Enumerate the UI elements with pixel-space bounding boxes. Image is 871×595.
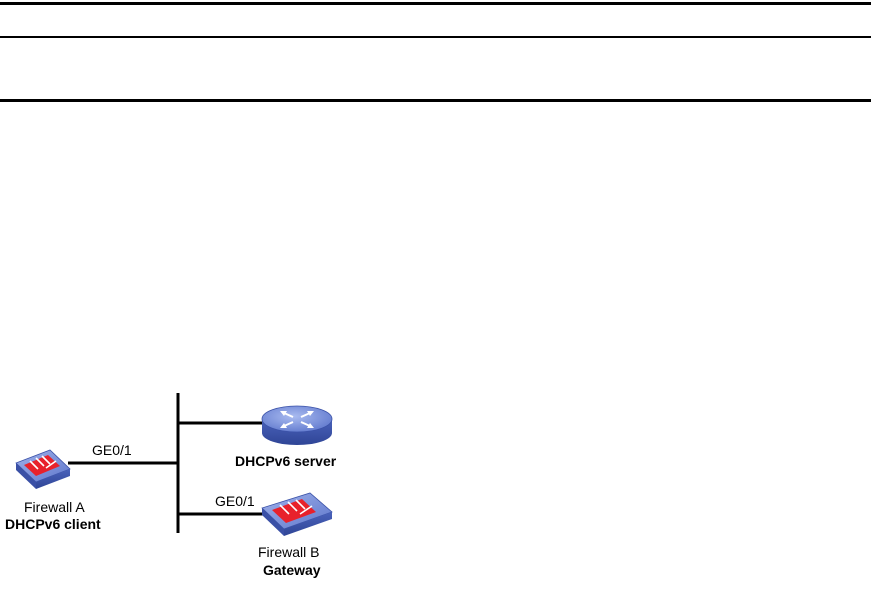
top-rule: [0, 2, 871, 5]
firewall-a-icon: [15, 449, 71, 489]
firewall-b-icon: [261, 492, 333, 536]
bottom-rule: [0, 99, 871, 102]
firewall-b-role-label: Gateway: [263, 562, 321, 578]
links: [68, 393, 268, 533]
firewall-b-interface-label: GE0/1: [215, 493, 255, 509]
firewall-a-name-label: Firewall A: [24, 499, 85, 515]
firewall-a-role-label: DHCPv6 client: [5, 516, 101, 532]
mid-rule: [0, 36, 871, 38]
firewall-a-interface-label: GE0/1: [92, 442, 132, 458]
dhcp-server-role-label: DHCPv6 server: [235, 453, 337, 469]
router-icon: [261, 405, 333, 445]
firewall-b-name-label: Firewall B: [258, 544, 320, 560]
